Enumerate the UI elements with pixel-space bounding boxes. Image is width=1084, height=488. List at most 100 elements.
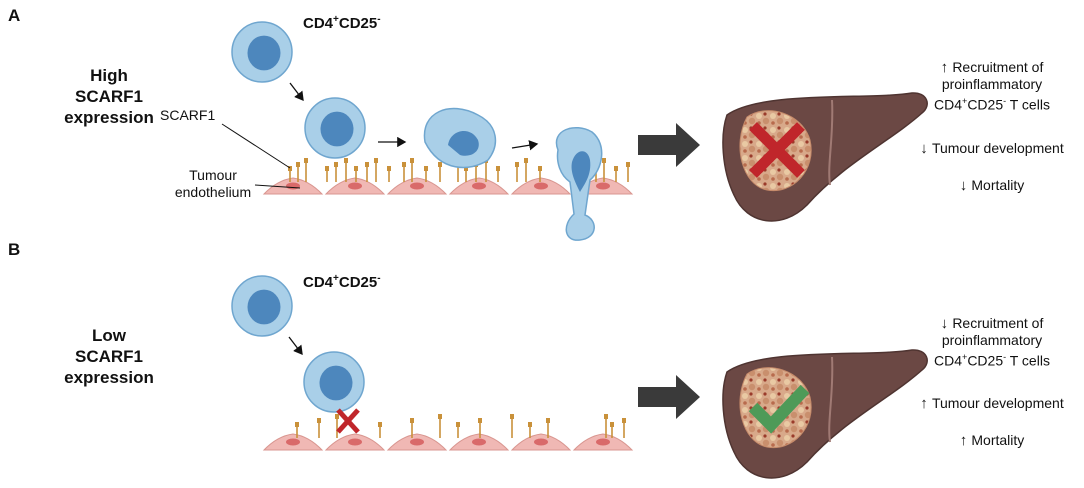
scarf1-receptor-head	[424, 166, 428, 171]
cell-label-base: CD4	[303, 274, 334, 291]
condition-line: SCARF1	[74, 347, 143, 366]
cell-label-mid: CD25	[338, 274, 378, 291]
outcome-text: Mortality	[971, 177, 1025, 193]
process-arrow	[289, 82, 304, 102]
panel-b-letter: B	[8, 240, 21, 259]
scarf1-receptor-head	[614, 166, 618, 171]
scarf1-receptor-head	[410, 418, 414, 423]
t-cell-nucleus	[448, 130, 479, 156]
scarf1-receptor-head	[295, 422, 299, 427]
scarf1-receptor-head	[365, 162, 369, 167]
scarf1-receptor-head	[387, 166, 391, 171]
outcome-text: CD4	[934, 352, 963, 369]
outcome-text: Recruitment of	[952, 315, 1044, 331]
panel-a-condition: High SCARF1 expression	[44, 65, 174, 128]
scarf1-pointer	[221, 123, 291, 169]
outcome-item: ↓ Tumour development	[900, 140, 1084, 157]
t-cell-nucleus	[571, 151, 591, 192]
outcome-text: +	[962, 352, 968, 362]
scarf1-receptor-head	[510, 414, 514, 419]
endothelial-nucleus	[410, 182, 424, 190]
outcome-text: -	[1003, 96, 1007, 106]
outcome-line: ↓ Tumour development	[900, 140, 1084, 157]
liver-ligament	[828, 99, 834, 186]
outcome-line: ↑ Recruitment of	[900, 59, 1084, 76]
outcome-line: ↓ Recruitment of	[900, 315, 1084, 332]
scarf1-receptor-head	[296, 162, 300, 167]
up-arrow-icon: ↑	[920, 395, 932, 412]
big-arrow	[638, 375, 700, 419]
scarf1-receptor-head	[402, 162, 406, 167]
up-arrow-icon: ↑	[959, 432, 972, 449]
scarf1-receptor-head	[610, 422, 614, 427]
endothelial-nucleus	[596, 182, 610, 190]
endothelium-label-line: Tumour	[189, 167, 237, 183]
scarf1-receptor-head	[304, 158, 308, 163]
scarf1-receptor-head	[456, 422, 460, 427]
scarf1-receptor-head	[438, 414, 442, 419]
outcome-text: Recruitment of	[952, 59, 1044, 75]
t-cell-nucleus	[320, 111, 354, 147]
outcome-text: CD4	[934, 96, 963, 113]
scarf1-receptor-head	[524, 158, 528, 163]
down-arrow-icon: ↓	[959, 177, 972, 194]
outcome-text: proinflammatory	[941, 332, 1043, 348]
endothelial-nucleus	[534, 438, 548, 446]
panel-a-cell-label: CD4+CD25-	[303, 14, 381, 32]
scarf1-receptor-head	[464, 166, 468, 171]
outcome-item: ↓ Mortality	[900, 177, 1084, 194]
endothelial-nucleus	[348, 438, 362, 446]
panel-b-condition: Low SCARF1 expression	[44, 325, 174, 388]
red-cross-icon	[749, 122, 805, 178]
scarf1-receptor-head	[496, 166, 500, 171]
condition-line: expression	[64, 108, 154, 127]
scarf1-receptor-head	[335, 414, 339, 419]
outcome-text: CD25	[967, 352, 1004, 369]
endothelial-nucleus	[534, 182, 548, 190]
cell-label-mid: CD25	[338, 15, 378, 32]
endothelial-nucleus	[410, 438, 424, 446]
panel-b-graphics	[231, 275, 928, 479]
condition-line: Low	[92, 326, 126, 345]
scarf1-receptor-head	[344, 158, 348, 163]
outcome-text: Mortality	[971, 432, 1025, 448]
endothelial-nucleus	[472, 182, 486, 190]
outcome-text: proinflammatory	[941, 76, 1043, 92]
down-arrow-icon: ↓	[920, 140, 932, 157]
outcome-item: ↑ Mortality	[900, 432, 1084, 449]
t-cell-nucleus	[247, 35, 281, 71]
outcome-text: T cells	[1006, 352, 1050, 369]
endothelial-nucleus	[286, 438, 300, 446]
blocked-adhesion-icon	[336, 408, 360, 434]
scarf1-receptor-head	[354, 166, 358, 171]
scarf1-receptor-head	[334, 162, 338, 167]
outcome-line: proinflammatory	[900, 332, 1084, 349]
big-arrow	[638, 123, 700, 167]
tumour	[739, 367, 812, 449]
outcome-item: ↑ Tumour development	[900, 395, 1084, 412]
outcome-line: ↓ Mortality	[900, 177, 1084, 194]
outcome-text: CD25	[967, 96, 1004, 113]
cell-label-sup: +	[333, 273, 339, 284]
scarf1-receptor-head	[378, 422, 382, 427]
endothelium-pointer	[254, 184, 301, 189]
scarf1-receptor-head	[288, 166, 292, 171]
outcome-text: +	[962, 96, 968, 106]
green-check-icon	[748, 384, 810, 434]
process-arrow	[511, 140, 539, 151]
scarf1-receptor-head	[546, 418, 550, 423]
outcome-line: CD4+CD25- T cells	[900, 349, 1084, 370]
outcome-line: proinflammatory	[900, 76, 1084, 93]
outcome-line: ↑ Mortality	[900, 432, 1084, 449]
scarf1-label: SCARF1	[160, 107, 216, 123]
scarf1-receptor-head	[374, 158, 378, 163]
up-arrow-icon: ↑	[940, 59, 953, 76]
outcome-text: Tumour development	[931, 395, 1064, 411]
cell-label-sup: -	[377, 273, 381, 284]
scarf1-receptor-head	[622, 418, 626, 423]
liver-ligament	[828, 356, 834, 443]
scarf1-receptor-head	[317, 418, 321, 423]
